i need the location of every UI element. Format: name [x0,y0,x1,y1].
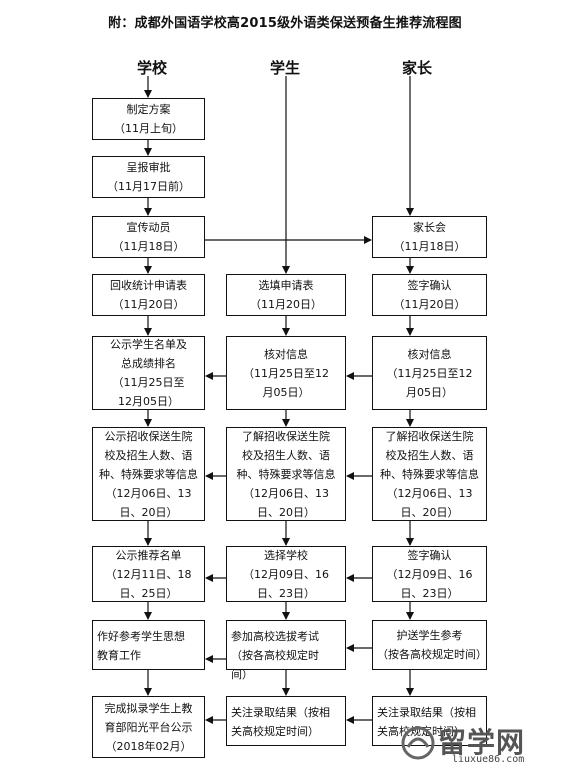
parent-step-parent-meeting: 家长会 （11月18日） [372,216,487,258]
school-step-publish-ranking: 公示学生名单及 总成绩排名 （11月25日至 12月05日） [92,336,205,410]
watermark-text: 留学网 [438,726,526,759]
school-step-collect-applications: 回收统计申请表 （11月20日） [92,274,205,316]
student-step-verify-info: 核对信息 （11月25日至12 月05日） [226,336,346,410]
student-step-choose-school: 选择学校 （12月09日、16 日、23日） [226,546,346,602]
student-step-fill-application: 选填申请表 （11月20日） [226,274,346,316]
student-step-follow-results: 关注录取结果（按相 关高校规定时间） [226,696,346,746]
parent-step-escort-student: 护送学生参考 （按各高校规定时间） [372,620,487,670]
parent-step-sign-confirm-school: 签字确认 （12月09日、16 日、23日） [372,546,487,602]
school-step-mobilization: 宣传动员 （11月18日） [92,216,205,258]
student-step-take-exam: 参加高校选拔考试 （按各高校规定时 间） [226,620,346,681]
column-header-student: 学生 [269,59,300,77]
watermark-logo-icon [401,726,435,760]
watermark-url: liuxue86.com [452,754,525,765]
watermark: 留学网 liuxue86.com [394,721,564,769]
school-step-make-plan: 制定方案 （11月上旬） [92,98,205,140]
parent-step-sign-confirm: 签字确认 （11月20日） [372,274,487,316]
parent-step-verify-info: 核对信息 （11月25日至12 月05日） [372,336,487,410]
school-step-publish-recommendations: 公示推荐名单 （12月11日、18 日、25日） [92,546,205,602]
parent-step-follow-results: 关注录取结果（按相 关高校规定时间） [372,696,487,746]
school-step-submit-approval: 呈报审批 （11月17日前） [92,156,205,198]
school-step-sunshine-platform: 完成拟录学生上教 育部阳光平台公示 （2018年02月） [92,696,205,758]
column-header-parent: 家长 [401,59,432,77]
school-step-student-counseling: 作好参考学生思想 教育工作 [92,620,205,670]
column-header-school: 学校 [136,59,167,77]
diagram-title: 附：成都外国语学校高2015级外语类保送预备生推荐流程图 [108,16,462,31]
student-step-learn-college-info: 了解招收保送生院 校及招生人数、语 种、特殊要求等信息 （12月06日、13 日… [226,427,346,521]
parent-step-learn-college-info: 了解招收保送生院 校及招生人数、语 种、特殊要求等信息 （12月06日、13 日… [372,427,487,521]
school-step-publish-college-info: 公示招收保送生院 校及招生人数、语 种、特殊要求等信息 （12月06日、13 日… [92,427,205,521]
